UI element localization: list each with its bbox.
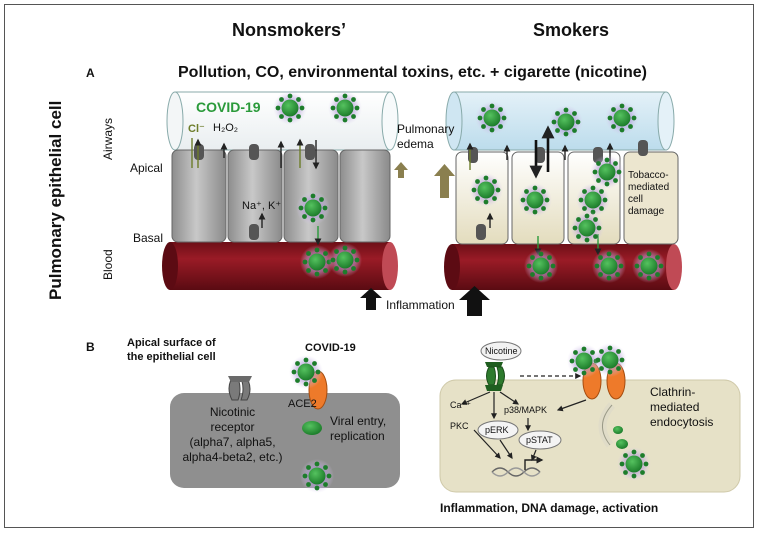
covid-label-b: COVID-19	[305, 342, 356, 354]
na-k-label: Na⁺, K⁺	[242, 200, 282, 212]
panel-a-letter: A	[86, 66, 95, 80]
clathrin-endocytosis-label: Clathrin- mediated endocytosis	[650, 385, 714, 429]
chloride-label: Cl⁻	[188, 123, 205, 135]
panel-b-bottom-caption: Inflammation, DNA damage, activation	[440, 501, 659, 515]
panel-b-letter: B	[86, 340, 95, 354]
blood-label: Blood	[101, 249, 115, 280]
perk-label: pERK	[485, 425, 509, 435]
column-title-smokers: Smokers	[533, 20, 610, 40]
inflammation-arrows	[360, 286, 490, 316]
nicotine-oval	[480, 341, 522, 361]
ace2-label: ACE2	[288, 398, 317, 410]
calcium-label: Ca⁺⁺	[450, 400, 472, 410]
endocytosed-viruses	[613, 426, 651, 481]
dna-helix	[491, 456, 544, 477]
nonsmoker-blood-vessel	[162, 242, 398, 290]
p38-mapk-label: p38/MAPK	[504, 405, 548, 415]
covid-label-a: COVID-19	[196, 99, 261, 115]
viral-entry-label: Viral entry, replication	[330, 414, 387, 443]
nonsmoker-ion-arrows	[191, 138, 322, 246]
perk-oval	[477, 420, 519, 440]
apical-surface-label: Apical surface of the epithelial cell	[127, 337, 216, 363]
nicotinic-receptor-label: Nicotinic receptor (alpha7, alpha5, alph…	[182, 405, 283, 464]
replicated-virus	[300, 459, 334, 493]
tobacco-damage-label: Tobacco- mediated cell damage	[628, 170, 670, 217]
small-edema-arrow	[394, 162, 408, 178]
internalized-virus	[302, 421, 322, 435]
covid-virus-b-right-2	[593, 343, 627, 377]
endocytosis-arrow	[598, 402, 616, 448]
covid-virus-b-left	[289, 355, 323, 389]
large-edema-arrow	[434, 164, 455, 198]
nicotinic-receptor-green	[485, 362, 505, 391]
signaling-arrows	[460, 373, 587, 462]
column-title-nonsmokers: Nonsmokers’	[232, 20, 347, 40]
panel-a-caption: Pollution, CO, environmental toxins, etc…	[178, 64, 647, 81]
pkc-label: PKC	[450, 421, 469, 431]
basal-label: Basal	[133, 231, 164, 245]
side-label-pulmonary-epithelial-cell: Pulmonary epithelial cell	[46, 100, 65, 300]
figure-frame	[4, 4, 754, 528]
pstat-label: pSTAT	[526, 435, 553, 445]
apical-label: Apical	[130, 161, 163, 175]
inflammation-label: Inflammation	[386, 298, 455, 312]
pstat-oval	[518, 430, 562, 450]
nonsmoker-cell-body	[170, 393, 400, 488]
nicotinic-receptor-gray	[228, 376, 252, 401]
pulmonary-edema-label: Pulmonary edema	[397, 122, 455, 151]
airways-label: Airways	[101, 117, 115, 160]
nicotine-label: Nicotine	[485, 346, 518, 356]
h2o2-label: H₂O₂	[213, 122, 239, 134]
